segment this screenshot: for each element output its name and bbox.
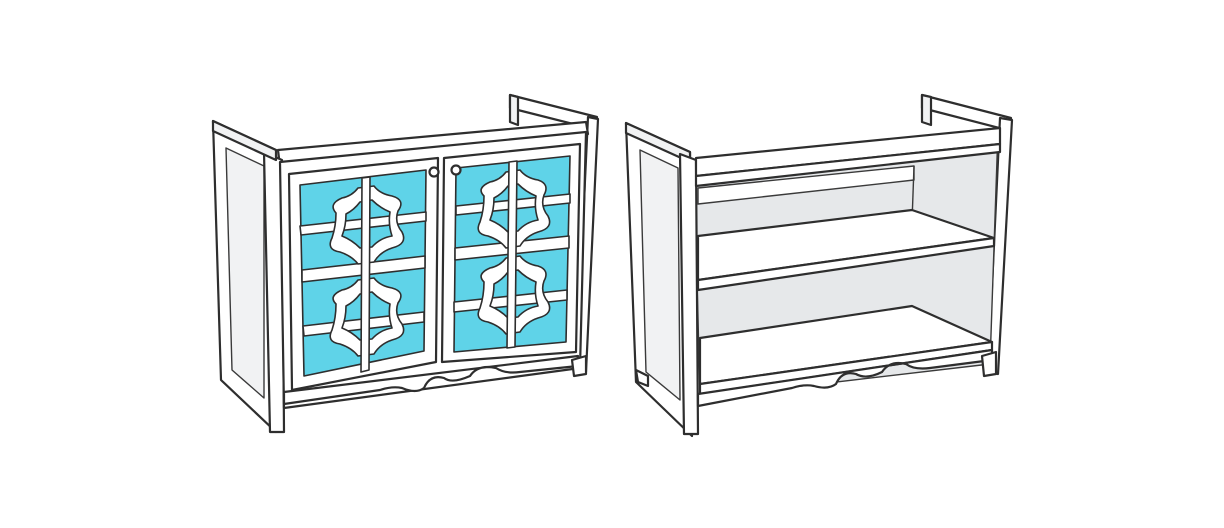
middle-shelf xyxy=(696,208,996,292)
open-scalloped-apron xyxy=(696,348,994,408)
right-door[interactable] xyxy=(440,142,582,364)
left-front-post xyxy=(211,119,286,434)
bottom-shelf xyxy=(698,304,994,396)
open-left-front-post xyxy=(678,152,700,436)
cabinet-with-doors xyxy=(211,93,600,434)
scalloped-apron xyxy=(282,354,580,406)
right-door-fretwork xyxy=(453,160,571,349)
right-leg xyxy=(570,354,588,378)
open-left-side-panel xyxy=(624,121,694,438)
open-back-right-post xyxy=(920,93,1014,376)
left-side-panel xyxy=(211,119,278,434)
open-left-leg xyxy=(634,368,650,388)
left-door-knob[interactable] xyxy=(428,166,440,178)
left-door-fretwork xyxy=(299,176,427,373)
open-shelf-cabinet xyxy=(624,93,1014,438)
right-door-knob[interactable] xyxy=(450,164,462,176)
top-underside xyxy=(694,142,1002,188)
open-right-leg xyxy=(980,350,998,378)
left-door[interactable] xyxy=(287,156,440,392)
